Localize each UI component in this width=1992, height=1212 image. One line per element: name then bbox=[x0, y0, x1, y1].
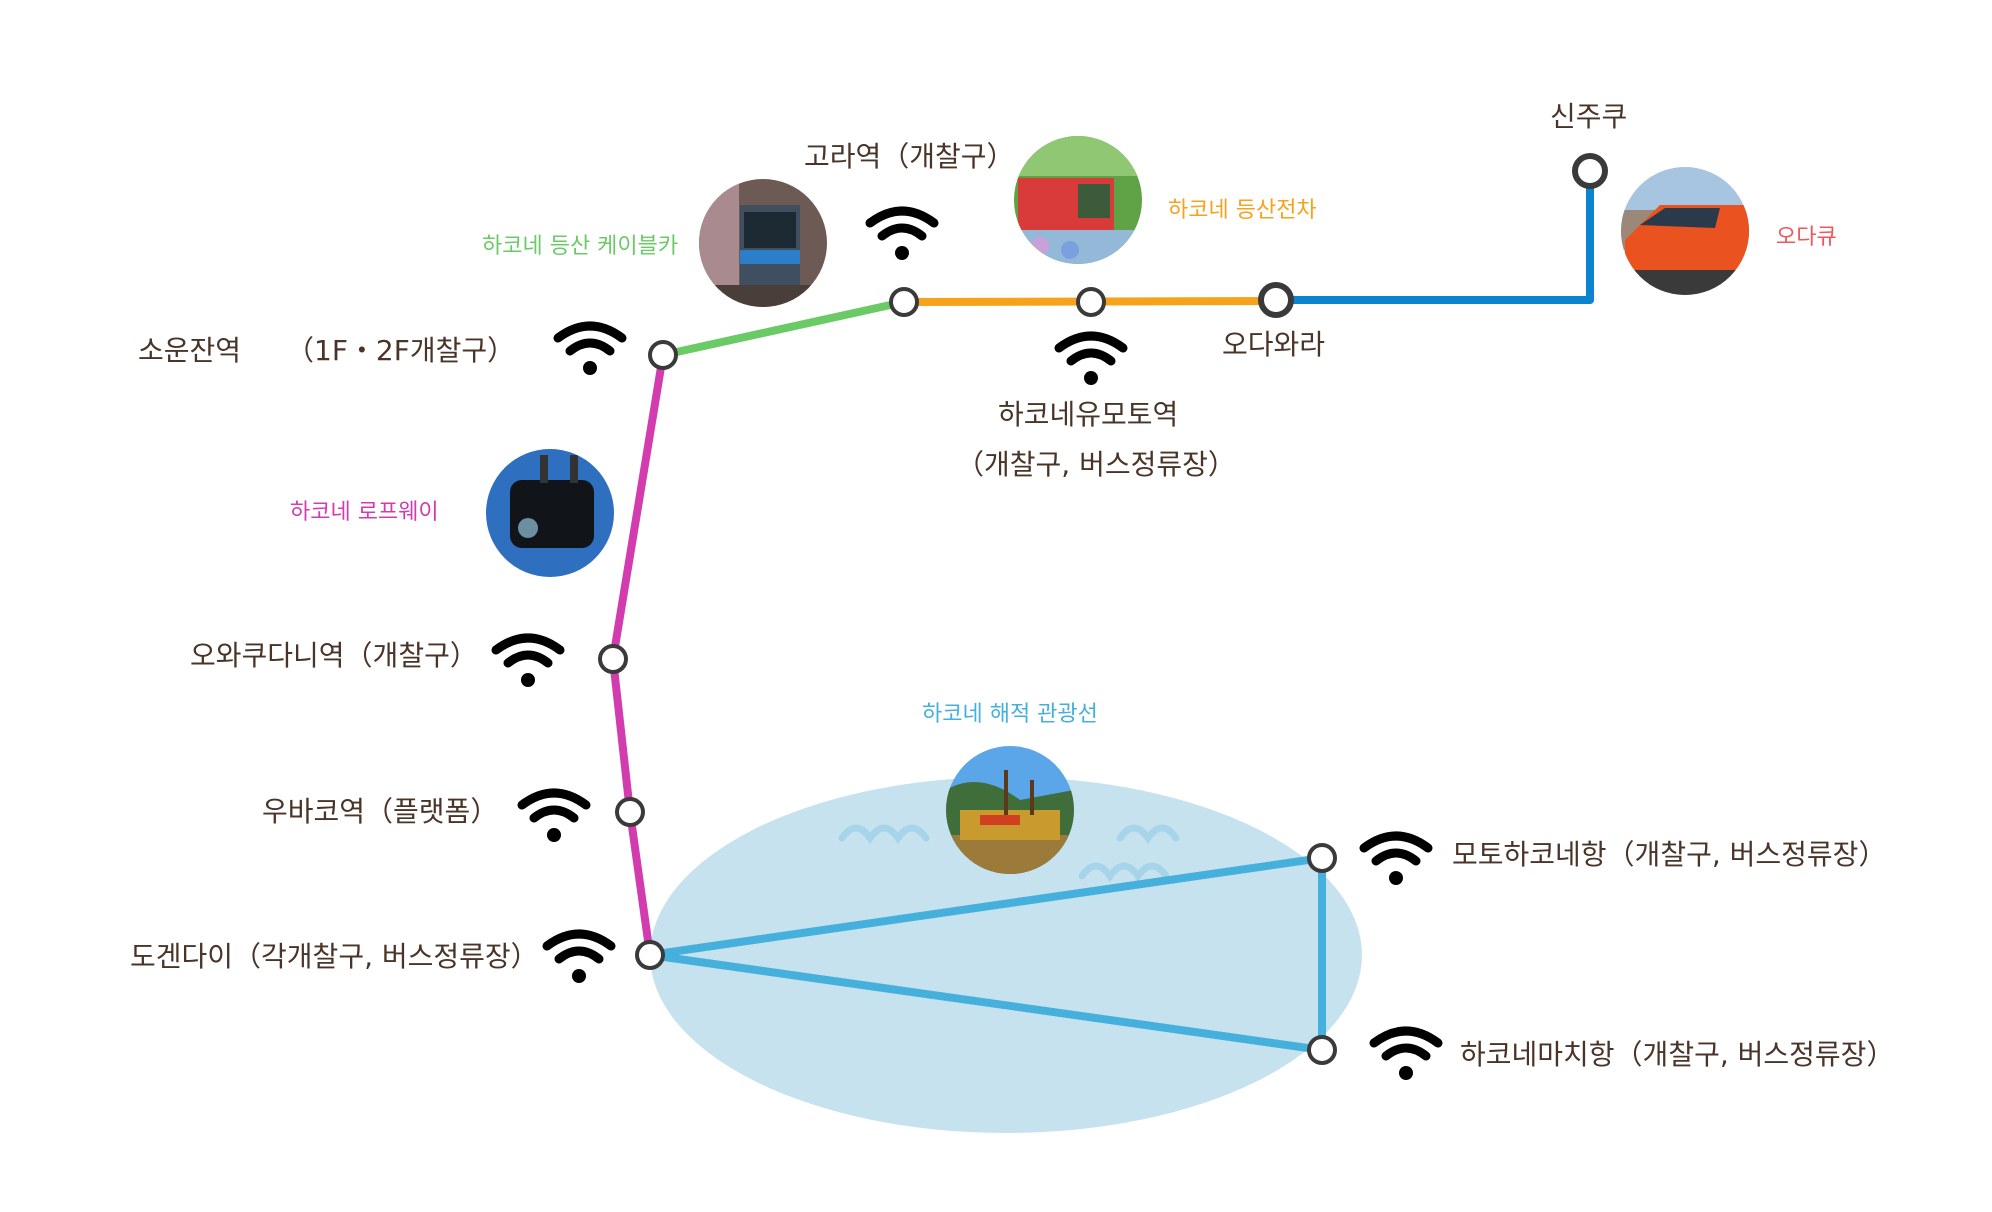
line-label-odakyu: 오다큐 bbox=[1776, 225, 1837, 250]
station-label-motohakone: 모토하코네항（개찰구, 버스정류장） bbox=[1452, 838, 1887, 871]
station-label-sounzan: 소운잔역 bbox=[138, 334, 242, 367]
station-label-owakudani: 오와쿠다니역（개찰구） bbox=[190, 639, 478, 672]
station-label-shinjuku: 신주쿠 bbox=[1550, 100, 1628, 133]
station-label-odawara: 오다와라 bbox=[1222, 328, 1326, 361]
line-odakyu bbox=[1276, 171, 1594, 304]
station-node-ubako[interactable] bbox=[615, 797, 645, 827]
cable-car-photo bbox=[699, 179, 827, 307]
station-label-togendai: 도겐다이（각개찰구, 버스정류장） bbox=[130, 940, 539, 973]
wifi-icon bbox=[490, 632, 566, 690]
line-label-cable-car: 하코네 등산 케이블카 bbox=[482, 234, 679, 259]
station-node-togendai[interactable] bbox=[635, 940, 665, 970]
line-cruise bbox=[646, 854, 1326, 1054]
station-label-ubako: 우바코역（플랫폼） bbox=[262, 795, 499, 828]
line-label-ropeway: 하코네 로프웨이 bbox=[290, 500, 439, 525]
wave-icon bbox=[838, 824, 1180, 883]
station-label-hakone-yumoto-detail: （개찰구, 버스정류장） bbox=[956, 448, 1236, 481]
station-node-hakonemachi[interactable] bbox=[1307, 1035, 1337, 1065]
station-node-shinjuku[interactable] bbox=[1572, 153, 1608, 189]
pirate-ship-photo bbox=[946, 746, 1074, 874]
line-cable-car bbox=[662, 298, 905, 359]
station-node-motohakone[interactable] bbox=[1307, 843, 1337, 873]
wifi-icon bbox=[541, 928, 617, 986]
line-label-tram: 하코네 등산전차 bbox=[1168, 198, 1317, 223]
station-label-gora: 고라역（개찰구） bbox=[804, 140, 1015, 173]
station-node-owakudani[interactable] bbox=[598, 644, 628, 674]
station-node-sounzan[interactable] bbox=[648, 340, 678, 370]
wifi-icon bbox=[1053, 330, 1129, 388]
wifi-icon bbox=[1368, 1025, 1444, 1083]
line-label-cruise: 하코네 해적 관광선 bbox=[922, 702, 1098, 727]
station-node-odawara[interactable] bbox=[1258, 282, 1294, 318]
station-node-gora[interactable] bbox=[889, 287, 919, 317]
tram-photo bbox=[1014, 136, 1142, 264]
odakyu-train-photo bbox=[1621, 167, 1749, 295]
wifi-icon bbox=[864, 205, 940, 263]
lake-ashi bbox=[650, 777, 1362, 1133]
wifi-icon bbox=[1358, 830, 1434, 888]
wifi-icon bbox=[516, 787, 592, 845]
station-label-sounzan-detail: （1F・2F개찰구） bbox=[286, 334, 516, 367]
station-label-hakonemachi: 하코네마치항（개찰구, 버스정류장） bbox=[1460, 1038, 1895, 1071]
station-label-hakone-yumoto: 하코네유모토역 bbox=[998, 398, 1179, 431]
line-ropeway bbox=[609, 354, 667, 956]
wifi-icon bbox=[552, 320, 628, 378]
ropeway-gondola-photo bbox=[486, 449, 614, 577]
station-node-hakone-yumoto[interactable] bbox=[1076, 287, 1106, 317]
